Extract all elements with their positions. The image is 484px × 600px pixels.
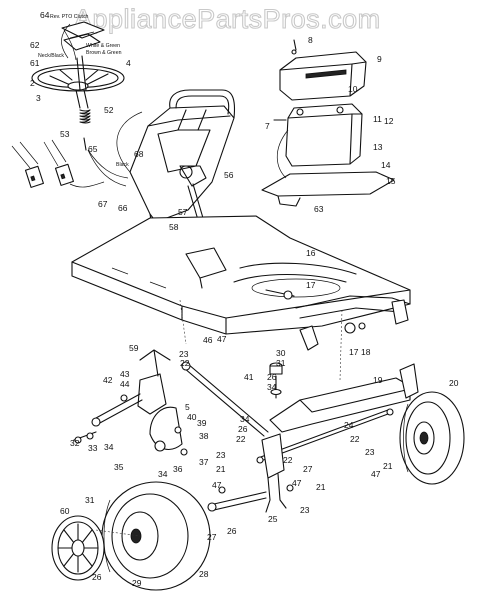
callout-26: 26 xyxy=(227,526,237,536)
callout-17: 17 xyxy=(349,347,359,357)
callout-20: 20 xyxy=(449,378,459,388)
right-front-wheel xyxy=(399,391,465,485)
callout-8: 8 xyxy=(308,35,313,45)
callout-15: 15 xyxy=(386,176,396,186)
callout-30: 30 xyxy=(276,348,286,358)
steering-wheel-assembly xyxy=(31,21,125,151)
callout-27: 27 xyxy=(207,532,217,542)
callout-18: 18 xyxy=(361,347,371,357)
callout-22: 22 xyxy=(283,455,293,465)
hubcap xyxy=(51,515,105,581)
callout-26: 26 xyxy=(92,572,102,582)
callout-65: 65 xyxy=(88,144,98,154)
wire-label-pto: Rev. PTO Clutch xyxy=(50,14,89,20)
callout-31: 31 xyxy=(85,495,95,505)
callout-36: 36 xyxy=(173,464,183,474)
wire-connectors xyxy=(11,139,105,188)
callout-25: 25 xyxy=(268,514,278,524)
steering-sector xyxy=(73,349,188,456)
callout-16: 16 xyxy=(306,248,316,258)
callout-19: 19 xyxy=(373,375,383,385)
callout-5: 5 xyxy=(185,402,190,412)
callout-53: 53 xyxy=(60,129,70,139)
wire-label-black: Black xyxy=(116,162,129,168)
callout-27: 27 xyxy=(303,464,313,474)
callout-13: 13 xyxy=(373,142,383,152)
callout-60: 60 xyxy=(60,506,70,516)
callout-41: 41 xyxy=(244,372,254,382)
callout-46: 46 xyxy=(203,335,213,345)
callout-14: 14 xyxy=(381,160,391,170)
callout-21: 21 xyxy=(216,464,226,474)
callout-47: 47 xyxy=(292,478,302,488)
callout-44: 44 xyxy=(120,379,130,389)
front-axle xyxy=(269,322,419,433)
callout-35: 35 xyxy=(114,462,124,472)
callout-32: 32 xyxy=(70,438,80,448)
callout-2: 2 xyxy=(30,78,35,88)
spindle-assembly xyxy=(207,362,294,513)
callout-34: 34 xyxy=(267,382,277,392)
battery-assembly xyxy=(261,39,395,207)
callout-33: 33 xyxy=(88,443,98,453)
callout-22: 22 xyxy=(180,358,190,368)
callout-67: 67 xyxy=(98,199,108,209)
callout-47: 47 xyxy=(212,480,222,490)
callout-22: 22 xyxy=(236,434,246,444)
callout-34: 34 xyxy=(158,469,168,479)
callout-26: 26 xyxy=(238,424,248,434)
callout-58: 58 xyxy=(169,222,179,232)
callout-28: 28 xyxy=(199,569,209,579)
wire-label-neck-black: Neck/Black xyxy=(38,53,64,59)
wire-label-brown-green: Brown & Green xyxy=(86,50,122,56)
callout-10: 10 xyxy=(348,84,358,94)
wire-label-white-green: White & Green xyxy=(86,43,120,49)
callout-7: 7 xyxy=(265,121,270,131)
callout-62: 62 xyxy=(30,40,40,50)
callout-37: 37 xyxy=(199,457,209,467)
left-front-wheel xyxy=(101,481,211,591)
callout-22: 22 xyxy=(350,434,360,444)
callout-11: 11 xyxy=(373,114,382,124)
callout-23: 23 xyxy=(216,450,226,460)
callout-47: 47 xyxy=(371,469,381,479)
callout-24: 24 xyxy=(344,420,354,430)
callout-23: 23 xyxy=(179,349,189,359)
callout-66: 66 xyxy=(118,203,128,213)
callout-4: 4 xyxy=(126,58,131,68)
callout-23: 23 xyxy=(365,447,375,457)
callout-39: 39 xyxy=(197,418,207,428)
callout-12: 12 xyxy=(384,116,394,126)
callout-68: 68 xyxy=(134,149,144,159)
callout-3: 3 xyxy=(36,93,41,103)
callout-43: 43 xyxy=(120,369,130,379)
callout-34: 34 xyxy=(240,414,250,424)
callout-26: 26 xyxy=(267,372,277,382)
callout-38: 38 xyxy=(199,431,209,441)
callout-23: 23 xyxy=(300,505,310,515)
callout-59: 59 xyxy=(129,343,139,353)
callout-31: 31 xyxy=(276,358,286,368)
frame-plate xyxy=(71,215,411,351)
callout-21: 21 xyxy=(383,461,393,471)
callout-52: 52 xyxy=(104,105,114,115)
callout-56: 56 xyxy=(224,170,234,180)
callout-21: 21 xyxy=(316,482,326,492)
callout-17: 17 xyxy=(306,280,316,290)
callout-34: 34 xyxy=(104,442,114,452)
callout-64: 64 xyxy=(40,10,50,20)
callout-29: 29 xyxy=(132,578,142,588)
callout-61: 61 xyxy=(30,58,40,68)
callout-63: 63 xyxy=(314,204,324,214)
callout-42: 42 xyxy=(103,375,113,385)
callout-47: 47 xyxy=(217,334,227,344)
coil-spring xyxy=(79,109,91,151)
callout-40: 40 xyxy=(187,412,197,422)
callout-57: 57 xyxy=(178,207,188,217)
watermark-text: AppliancePartsPros.com xyxy=(74,4,381,34)
callout-9: 9 xyxy=(377,54,382,64)
